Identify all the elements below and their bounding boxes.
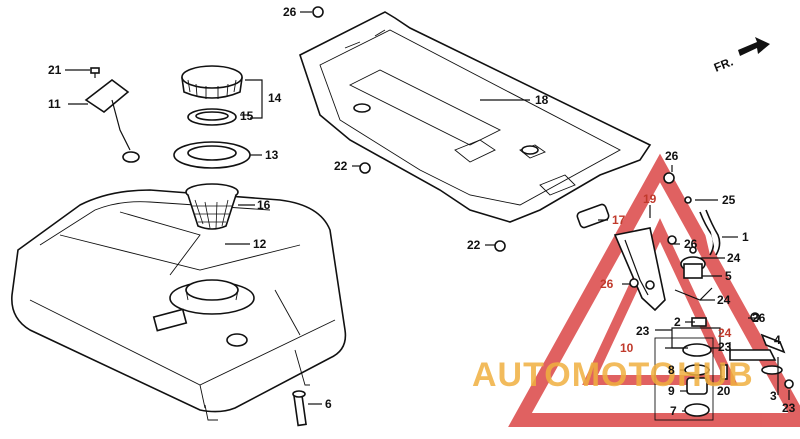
callout-labels: 26 21 11 14 15 13 16 12 6 22 22 18 17 19… xyxy=(48,5,796,418)
callout-13: 13 xyxy=(265,148,279,162)
fuel-cap xyxy=(181,65,243,126)
callout-4: 4 xyxy=(774,333,781,347)
callout-8: 8 xyxy=(668,363,675,377)
fuel-valve-assembly xyxy=(312,6,794,421)
tank-gasket xyxy=(173,141,251,169)
callout-23-right: 23 xyxy=(718,340,732,354)
callout-26-right: 26 xyxy=(752,311,766,325)
fuel-filter-strainer xyxy=(185,183,239,230)
callout-26-left-red: 26 xyxy=(600,277,614,291)
callout-22-left: 22 xyxy=(334,159,348,173)
callout-21: 21 xyxy=(48,63,62,77)
callout-24-upper: 24 xyxy=(727,251,741,265)
fuel-gauge-unit xyxy=(84,67,140,163)
fuel-tank xyxy=(11,189,347,421)
callout-15: 15 xyxy=(240,109,254,123)
tank-cover-plate xyxy=(299,11,652,223)
callout-19: 19 xyxy=(643,192,657,206)
callout-1: 1 xyxy=(742,230,749,244)
callout-6: 6 xyxy=(325,397,332,411)
callout-24-lower: 24 xyxy=(718,326,732,340)
direction-label: FR. xyxy=(712,55,735,75)
mounting-bolt xyxy=(292,390,307,427)
callout-10: 10 xyxy=(620,341,634,355)
callout-12: 12 xyxy=(253,237,267,251)
callout-16: 16 xyxy=(257,198,271,212)
callout-26-mid: 26 xyxy=(684,237,698,251)
callout-20: 20 xyxy=(717,384,731,398)
callout-2: 2 xyxy=(674,315,681,329)
callout-23-far-right: 23 xyxy=(782,401,796,415)
callout-9: 9 xyxy=(668,384,675,398)
callout-3: 3 xyxy=(770,389,777,403)
callout-18: 18 xyxy=(535,93,549,107)
callout-25: 25 xyxy=(722,193,736,207)
watermark-text: AUTOMOTOHUB xyxy=(472,356,754,394)
callout-14: 14 xyxy=(268,91,282,105)
callout-22-center: 22 xyxy=(467,238,481,252)
callout-26-top: 26 xyxy=(283,5,297,19)
callout-26-upper-right: 26 xyxy=(665,149,679,163)
callout-7: 7 xyxy=(670,404,677,418)
front-direction-arrow: FR. xyxy=(712,37,770,75)
callout-5: 5 xyxy=(725,269,732,283)
callout-24-mid: 24 xyxy=(717,293,731,307)
callout-11: 11 xyxy=(48,97,61,111)
callout-17: 17 xyxy=(612,213,626,227)
leader-lines xyxy=(65,11,790,412)
callout-23-left: 23 xyxy=(636,324,650,338)
